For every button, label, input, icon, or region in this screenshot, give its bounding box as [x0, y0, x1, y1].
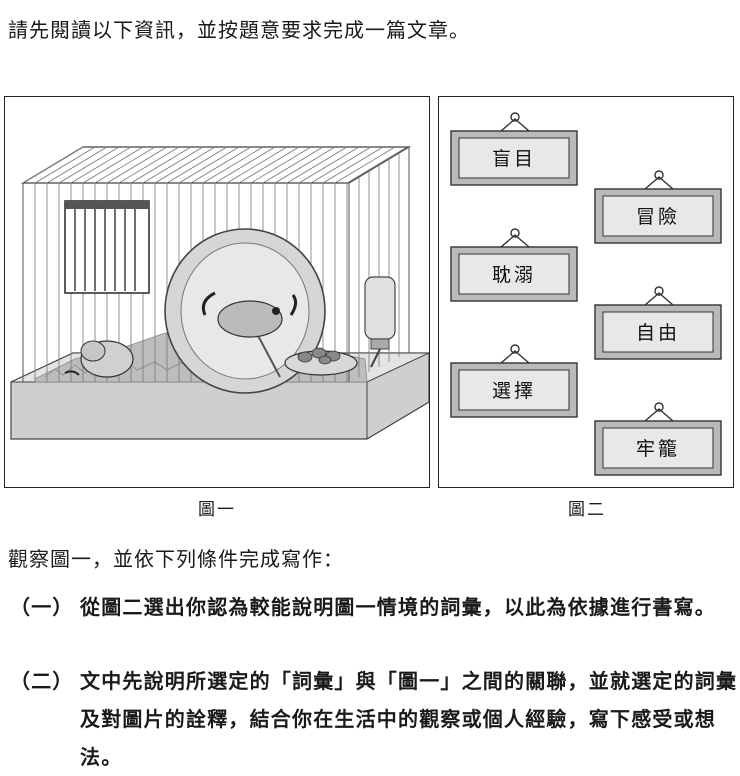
sign-label: 自由 [636, 322, 680, 344]
hamster-cage-illustration [10, 146, 429, 440]
sign-3: 耽溺 [450, 228, 578, 302]
sign-label: 盲目 [492, 148, 536, 170]
sign-label: 冒險 [636, 206, 680, 228]
figure-2-panel: 盲目 冒險 耽溺 自由 選擇 [438, 96, 734, 488]
sign-label: 牢籠 [636, 438, 680, 460]
condition-1: （一） 從圖二選出你認為較能說明圖一情境的詞彙，以此為依據進行書寫。 [10, 588, 738, 626]
sign-5: 選擇 [450, 344, 578, 418]
intro-text: 請先閱讀以下資訊，並按題意要求完成一篇文章。 [8, 18, 470, 42]
condition-text: 文中先說明所選定的「詞彙」與「圖一」之間的關聯，並就選定的詞彙及對圖片的詮釋，結… [80, 669, 738, 769]
sign-label: 耽溺 [492, 264, 536, 286]
condition-text: 從圖二選出你認為較能說明圖一情境的詞彙，以此為依據進行書寫。 [80, 595, 716, 619]
sign-2: 冒險 [594, 170, 722, 244]
condition-number: （二） [10, 669, 74, 693]
condition-2: （二） 文中先說明所選定的「詞彙」與「圖一」之間的關聯，並就選定的詞彙及對圖片的… [10, 662, 738, 776]
sign-1: 盲目 [450, 112, 578, 186]
instruction-text: 觀察圖一，並依下列條件完成寫作： [8, 547, 344, 571]
sign-6: 牢籠 [594, 402, 722, 476]
figure-1-panel [4, 96, 430, 488]
figure-1-caption: 圖一 [198, 500, 236, 520]
condition-number: （一） [10, 595, 74, 619]
sign-4: 自由 [594, 286, 722, 360]
word-signs-illustration: 盲目 冒險 耽溺 自由 選擇 [450, 112, 722, 476]
figure-2-caption: 圖二 [568, 500, 606, 520]
sign-label: 選擇 [492, 380, 536, 402]
